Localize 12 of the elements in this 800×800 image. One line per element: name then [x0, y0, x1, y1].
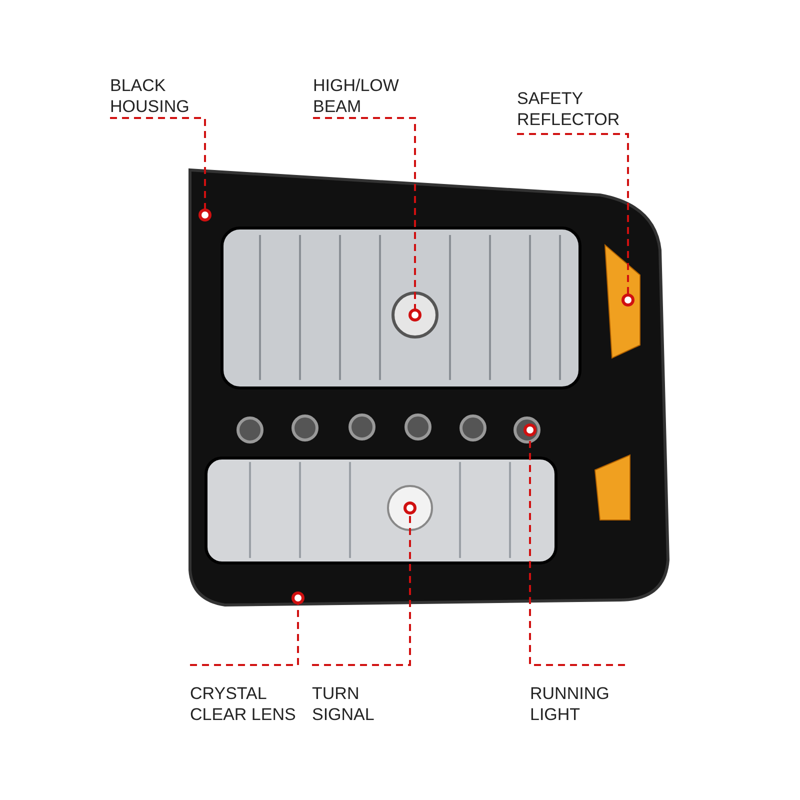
leader-line — [312, 502, 416, 666]
callout-label: BLACK HOUSING — [110, 75, 230, 117]
callout-label: CRYSTAL CLEAR LENS — [190, 683, 306, 725]
leader-line — [313, 117, 422, 322]
leader-line — [517, 133, 634, 306]
callout-label: RUNNING LIGHT — [530, 683, 640, 725]
leader-line — [524, 424, 625, 666]
callout-label: HIGH/LOW BEAM — [313, 75, 433, 117]
leader-line — [110, 117, 212, 222]
callout-label: SAFETY REFLECTOR — [517, 88, 637, 130]
leader-line — [190, 592, 304, 666]
callout-label: TURN SIGNAL — [312, 683, 412, 725]
